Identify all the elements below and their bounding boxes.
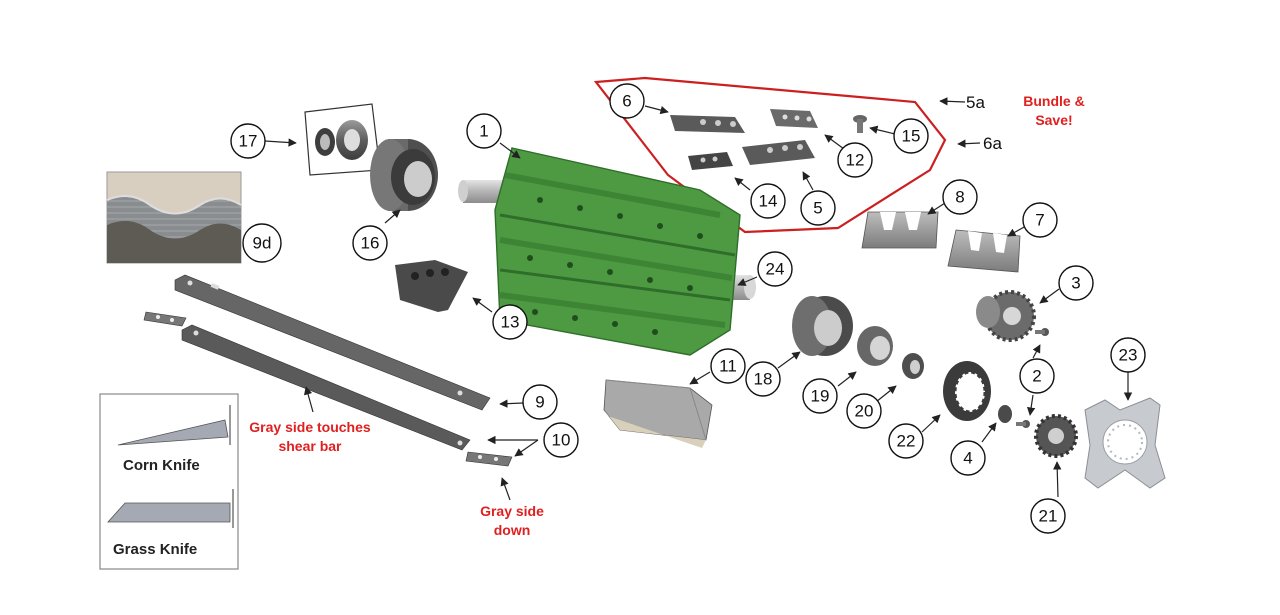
label-5a: 5a xyxy=(966,93,985,112)
callout-20: 20 xyxy=(846,393,882,429)
callout-18: 18 xyxy=(745,361,781,397)
callout-12: 12 xyxy=(837,142,873,178)
bolt-15 xyxy=(853,115,867,133)
knife-12 xyxy=(770,109,818,128)
callout-6: 6 xyxy=(609,83,645,119)
gray-side-down-note: Gray side down xyxy=(480,503,544,538)
knife-legend: Corn Knife Grass Knife xyxy=(99,393,239,570)
gray-side-touches-note: Gray side touches shear bar xyxy=(249,419,371,454)
svg-text:2: 2 xyxy=(1032,367,1041,386)
bundle-save-note: Bundle & Save! xyxy=(1023,93,1084,128)
callout-9d: 9d xyxy=(242,223,282,263)
bushing-4 xyxy=(998,405,1012,423)
callout-23: 23 xyxy=(1110,337,1146,373)
sprocket-3 xyxy=(976,290,1036,342)
callout-5: 5 xyxy=(800,190,836,226)
bearing-housing-16 xyxy=(370,139,438,211)
callout-14: 14 xyxy=(750,183,786,219)
sharpening-stone-11 xyxy=(603,379,713,448)
svg-text:12: 12 xyxy=(846,151,865,170)
sprocket-21 xyxy=(1034,414,1078,458)
label-6a: 6a xyxy=(983,134,1002,153)
svg-text:Gray side touches: Gray side touches xyxy=(249,419,371,435)
callout-22: 22 xyxy=(888,423,924,459)
bearing-housing-18 xyxy=(792,296,853,356)
svg-text:1: 1 xyxy=(479,122,488,141)
svg-text:Gray side: Gray side xyxy=(480,503,544,519)
svg-text:9: 9 xyxy=(535,393,544,412)
chain-coupling-22 xyxy=(943,361,991,421)
svg-text:21: 21 xyxy=(1039,507,1058,526)
knife-5 xyxy=(742,140,815,165)
bearing-19 xyxy=(857,326,893,366)
svg-text:10: 10 xyxy=(552,431,571,450)
svg-text:23: 23 xyxy=(1119,346,1138,365)
bracket-13 xyxy=(395,260,468,312)
svg-text:8: 8 xyxy=(955,188,964,207)
callout-1: 1 xyxy=(466,113,502,149)
svg-text:5: 5 xyxy=(813,199,822,218)
callout-7: 7 xyxy=(1022,202,1058,238)
callout-8: 8 xyxy=(942,179,978,215)
callout-3: 3 xyxy=(1058,265,1094,301)
callout-19: 19 xyxy=(802,378,838,414)
leader-lines xyxy=(264,97,1133,501)
callout-4: 4 xyxy=(950,440,986,476)
callout-21: 21 xyxy=(1030,498,1066,534)
svg-text:3: 3 xyxy=(1071,274,1080,293)
knife-closeup-photo xyxy=(106,171,242,264)
chopper-rotor-1 xyxy=(458,147,756,356)
svg-text:18: 18 xyxy=(754,370,773,389)
small-plate-left xyxy=(143,311,187,327)
knife-14 xyxy=(688,152,733,170)
svg-text:15: 15 xyxy=(902,127,921,146)
svg-text:20: 20 xyxy=(855,402,874,421)
shear-blade-7 xyxy=(947,229,1021,273)
svg-text:Save!: Save! xyxy=(1035,112,1072,128)
svg-text:14: 14 xyxy=(759,192,778,211)
knife-6 xyxy=(670,115,745,133)
svg-text:Bundle &: Bundle & xyxy=(1023,93,1084,109)
callout-10: 10 xyxy=(543,422,579,458)
callout-15: 15 xyxy=(893,118,929,154)
shear-blade-8 xyxy=(861,211,939,249)
callout-11: 11 xyxy=(710,348,746,384)
svg-text:17: 17 xyxy=(239,132,258,151)
svg-text:22: 22 xyxy=(897,432,916,451)
svg-text:19: 19 xyxy=(811,387,830,406)
svg-text:9d: 9d xyxy=(253,234,272,253)
callout-2: 2 xyxy=(1019,358,1055,394)
svg-text:7: 7 xyxy=(1035,211,1044,230)
legend-corn-knife: Corn Knife xyxy=(123,457,200,474)
svg-text:shear bar: shear bar xyxy=(278,438,342,454)
callout-24: 24 xyxy=(757,251,793,287)
svg-text:24: 24 xyxy=(766,260,785,279)
svg-text:down: down xyxy=(494,522,531,538)
bolt-2-lower xyxy=(1016,420,1030,428)
bolt-2-upper xyxy=(1035,328,1049,336)
svg-text:11: 11 xyxy=(719,357,737,376)
legend-grass-knife: Grass Knife xyxy=(113,541,197,558)
knife-bar-9 xyxy=(174,274,491,411)
svg-text:6: 6 xyxy=(622,92,631,111)
callout-9: 9 xyxy=(522,384,558,420)
bearing-set-17 xyxy=(304,103,381,176)
knife-bar-lower xyxy=(181,324,471,451)
callout-17: 17 xyxy=(230,123,266,159)
small-plate-10 xyxy=(465,451,513,467)
svg-text:13: 13 xyxy=(501,313,520,332)
mounting-plate-23 xyxy=(1084,397,1166,489)
callout-16: 16 xyxy=(352,225,388,261)
svg-text:4: 4 xyxy=(963,449,972,468)
collar-20 xyxy=(902,353,924,379)
callout-13: 13 xyxy=(492,304,528,340)
svg-text:16: 16 xyxy=(361,234,380,253)
